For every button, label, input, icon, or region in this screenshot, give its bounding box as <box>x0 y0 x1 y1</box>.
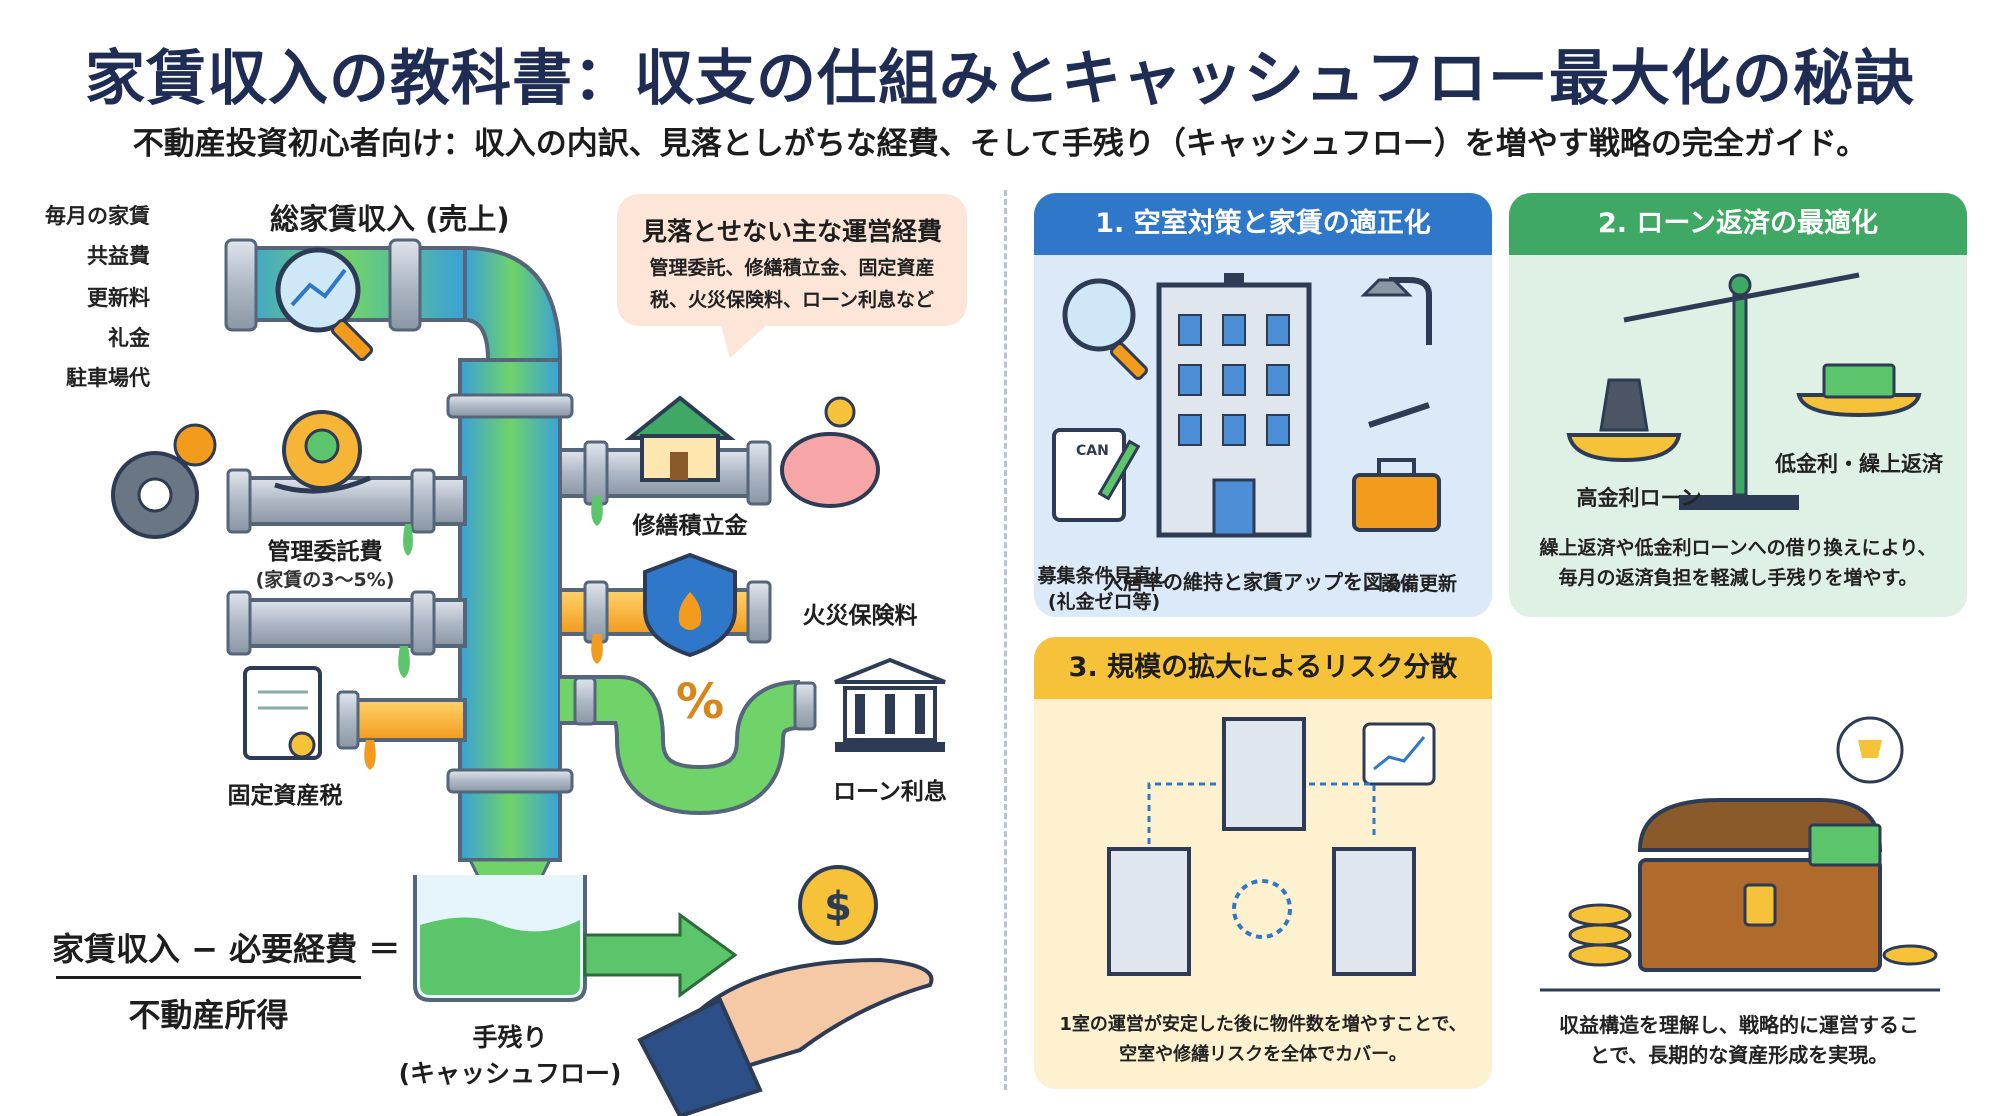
callout-line-2: 税、火災保険料、ローン利息など <box>649 289 935 311</box>
treasure-chest-illustration <box>1540 716 1940 992</box>
card2-caption-line-2: 毎月の返済負担を軽減し手残りを増やす。 <box>1558 567 1918 589</box>
page-title: 家賃収入の教科書：収支の仕組みとキャッシュフロー最大化の秘訣 <box>85 44 1915 114</box>
contract-icon <box>1052 428 1141 522</box>
strategy-card-diversification: 3. 規模の拡大によるリスク分散 1室の運営が安定した後に物件数を増やすことで、… <box>1034 637 1492 1089</box>
revenue-item-rent: 毎月の家賃 <box>45 204 150 228</box>
toolbox-icon <box>1352 402 1441 532</box>
card2-caption-line-1: 繰上返済や低金利ローンへの借り換えにより、 <box>1539 537 1937 559</box>
building-icon-top <box>1222 717 1306 831</box>
revenue-item-parking: 駐車場代 <box>66 366 150 390</box>
fire-shield-icon <box>643 552 737 658</box>
high-interest-label: 高金利ローン <box>1576 486 1702 510</box>
callout-title: 見落とせない主な運営経費 <box>641 217 942 246</box>
building-icon <box>1156 273 1312 538</box>
recruit-label: 募集条件見直し (礼金ゼロ等) <box>1034 563 1174 615</box>
card-heading: 3. 規模の拡大によるリスク分散 <box>1034 637 1492 699</box>
magnifier-icon <box>1062 278 1148 380</box>
strategy-card-loan: 2. ローン返済の最適化 高金利ローン 低金利・繰上返済 繰上返済や低金利ローン… <box>1509 193 1967 617</box>
inlet-pipe <box>224 238 563 362</box>
weight-icon <box>1599 378 1649 432</box>
callout-pointer <box>720 322 770 358</box>
revenue-item-renewal-fee: 更新料 <box>87 286 150 310</box>
coin-hand-icon <box>637 865 934 1116</box>
label-management-fee-note: (家賃の3～5%) <box>255 569 395 591</box>
pipe-flow-diagram: % <box>111 238 946 1116</box>
formula-divider <box>56 976 361 979</box>
section-divider <box>1004 190 1007 1090</box>
card3-caption-line-1: 1室の運営が安定した後に物件数を増やすことで、 <box>1059 1014 1467 1035</box>
expense-callout-bubble <box>617 194 967 326</box>
scale-icon <box>1566 272 1922 510</box>
page-subtitle: 不動産投資初心者向け：収入の内訳、見落としがちな経費、そして手残り（キャッシュフ… <box>132 126 1868 162</box>
label-loan-interest: ローン利息 <box>833 779 947 805</box>
card2-caption: 繰上返済や低金利ローンへの借り換えにより、 毎月の返済負担を軽減し手残りを増やす… <box>1509 533 1967 593</box>
card1-illustration: CAN <box>1052 273 1441 538</box>
strategy-card-vacancy: 1. 空室対策と家賃の適正化 CAN 募集条件見直し (礼金ゼロ等) 設備更新 … <box>1034 193 1492 617</box>
piggy-bank-icon <box>780 396 880 508</box>
money-icon <box>1822 363 1896 399</box>
gray-pipe <box>226 590 467 678</box>
trophy-icon <box>1836 716 1904 784</box>
cashflow-label-main: 手残り <box>472 1023 548 1052</box>
magnifier-chart-icon <box>275 247 374 362</box>
building-icon-right <box>1332 847 1416 976</box>
revenue-item-common-fee: 共益費 <box>87 244 150 268</box>
balance-scale-illustration <box>1566 272 1922 510</box>
equipment-label: 設備更新 <box>1380 573 1457 595</box>
revenue-item-key-money: 礼金 <box>108 326 150 350</box>
bank-icon <box>834 657 946 752</box>
building-icon-left <box>1107 847 1191 976</box>
card1-caption: 入居率の維持と家賃アップを図る。 <box>1103 570 1423 594</box>
card3-caption: 1室の運営が安定した後に物件数を増やすことで、 空室や修繕リスクを全体でカバー。 <box>1034 1010 1492 1070</box>
percent-symbol: % <box>676 674 724 730</box>
summary-line-2: とで、長期的な資産形成を実現。 <box>1589 1043 1889 1067</box>
label-fire-insurance: 火災保険料 <box>802 603 918 629</box>
card-heading: 2. ローン返済の最適化 <box>1509 193 1967 255</box>
property-tax-pipe <box>336 690 467 770</box>
diversification-illustration <box>1107 717 1436 976</box>
callout-body: 管理委託、修繕積立金、固定資産 税、火災保険料、ローン利息など <box>627 252 957 316</box>
coin-stack-icon <box>1568 903 1938 967</box>
dollar-sign: $ <box>824 884 852 930</box>
gross-revenue-label: 総家賃収入 (売上) <box>270 202 510 236</box>
card-heading: 1. 空室対策と家賃の適正化 <box>1034 193 1492 255</box>
loan-interest-pipe <box>560 675 817 816</box>
label-property-tax: 固定資産税 <box>227 783 343 809</box>
tax-document-icon <box>243 666 322 760</box>
summary-line-1: 収益構造を理解し、戦略的に運営するこ <box>1559 1013 1919 1037</box>
treasure-chest-icon <box>1637 798 1883 972</box>
risk-cycle-icon <box>1232 879 1292 939</box>
low-interest-label: 低金利・繰上返済 <box>1775 452 1943 476</box>
can-text: CAN <box>1076 443 1109 459</box>
callout-line-1: 管理委託、修繕積立金、固定資産 <box>649 257 935 279</box>
house-icon <box>624 395 736 482</box>
cashflow-label: 手残り (キャッシュフロー) <box>390 1020 630 1092</box>
management-hand-icon <box>274 410 372 494</box>
recruit-label-line-2: (礼金ゼロ等) <box>1047 591 1161 613</box>
label-management-fee: 管理委託費 <box>267 539 383 565</box>
gear-icon <box>111 423 217 539</box>
chart-icon <box>1362 722 1436 786</box>
summary-text: 収益構造を理解し、戦略的に運営するこ とで、長期的な資産形成を実現。 <box>1510 1010 1968 1070</box>
label-repair-reserve: 修繕積立金 <box>632 513 748 539</box>
cashflow-beaker <box>413 875 738 1002</box>
formula-numerator: 家賃収入 − 必要経費 ＝ <box>52 930 401 968</box>
shower-icon <box>1360 277 1432 345</box>
formula-result: 不動産所得 <box>128 996 289 1034</box>
card3-caption-line-2: 空室や修繕リスクを全体でカバー。 <box>1119 1044 1407 1065</box>
recruit-label-line-1: 募集条件見直し <box>1037 565 1171 587</box>
cashflow-label-sub: (キャッシュフロー) <box>398 1059 622 1088</box>
